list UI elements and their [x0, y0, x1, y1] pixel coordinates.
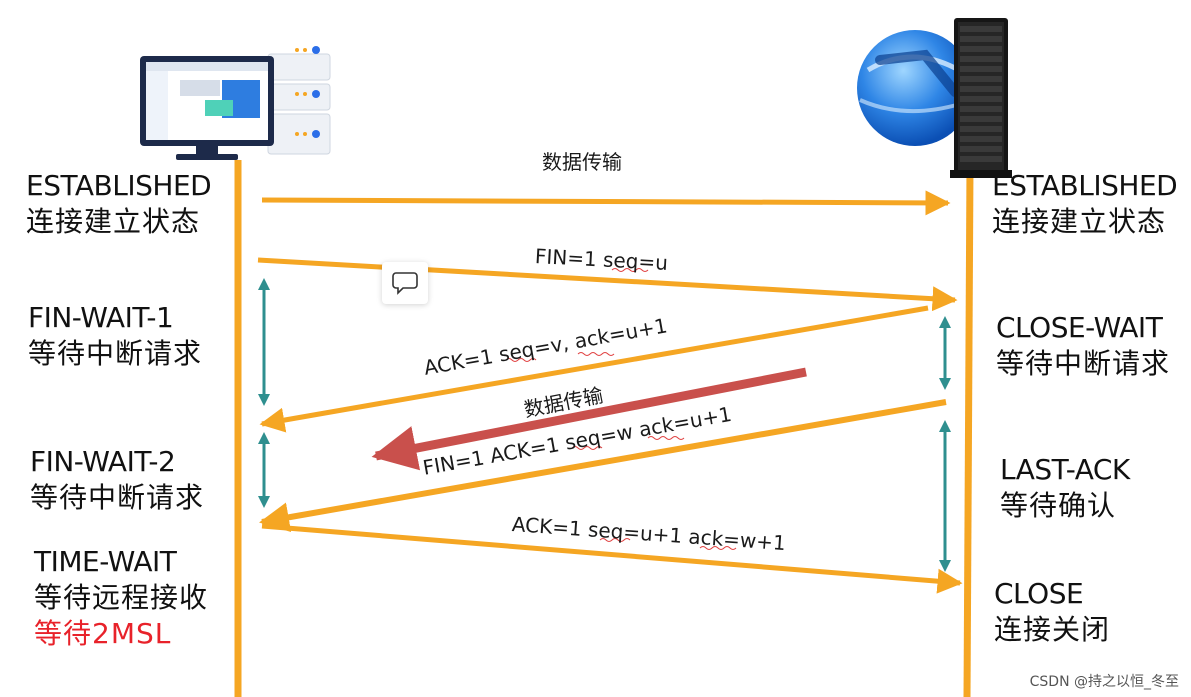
client-state-fin-wait-2: FIN-WAIT-2 等待中断请求 — [30, 444, 204, 516]
state-name: CLOSE-WAIT — [996, 311, 1163, 344]
state-name: ESTABLISHED — [992, 169, 1178, 202]
fin2-arrow — [259, 399, 947, 533]
ack1-arrow — [259, 305, 929, 433]
data-transfer-return-arrow — [371, 367, 807, 471]
ack2-arrow — [261, 523, 963, 594]
spellcheck-underline — [599, 538, 631, 542]
client-state-time-wait: TIME-WAIT 等待远程接收 等待2MSL — [34, 544, 208, 652]
spellcheck-underline — [699, 546, 737, 550]
state-name: LAST-ACK — [1000, 453, 1130, 486]
server-lifeline — [963, 164, 974, 697]
spellcheck-underline — [571, 446, 603, 450]
server-state-close-wait: CLOSE-WAIT 等待中断请求 — [996, 310, 1170, 382]
spellcheck-underline — [647, 436, 685, 440]
state-description: 等待中断请求 — [28, 337, 203, 370]
state-description: 连接关闭 — [994, 613, 1111, 646]
comment-icon — [392, 272, 418, 295]
spellcheck-underline — [505, 358, 537, 362]
client-computer-icon — [140, 46, 331, 160]
state-description: 等待中断请求 — [996, 347, 1171, 380]
state-description: 连接建立状态 — [992, 205, 1167, 238]
server-state-established: ESTABLISHED 连接建立状态 — [992, 168, 1178, 240]
state-name: ESTABLISHED — [26, 169, 212, 202]
state-highlight: 等待2MSL — [34, 617, 172, 650]
client-state-established: ESTABLISHED 连接建立状态 — [26, 168, 212, 240]
comment-button[interactable] — [382, 262, 428, 304]
state-description: 等待远程接收 — [34, 581, 209, 614]
state-name: FIN-WAIT-1 — [28, 301, 174, 334]
state-name: TIME-WAIT — [34, 545, 177, 578]
state-description: 等待确认 — [1000, 489, 1117, 522]
data-transfer-arrow — [261, 190, 951, 216]
globe-icon — [857, 30, 973, 146]
spellcheck-underline — [611, 268, 649, 272]
server-state-close: CLOSE 连接关闭 — [994, 576, 1110, 648]
state-name: CLOSE — [994, 577, 1084, 610]
fin1-arrow — [257, 257, 958, 312]
state-description: 等待中断请求 — [30, 481, 205, 514]
label-data-transfer: 数据传输 — [542, 150, 622, 174]
spellcheck-underline — [577, 352, 615, 356]
state-description: 连接建立状态 — [26, 205, 201, 238]
server-rack-icon — [950, 18, 1012, 178]
state-name: FIN-WAIT-2 — [30, 445, 176, 478]
server-state-last-ack: LAST-ACK 等待确认 — [1000, 452, 1130, 524]
watermark: CSDN @持之以恒_冬至 — [1029, 674, 1179, 690]
client-state-fin-wait-1: FIN-WAIT-1 等待中断请求 — [28, 300, 202, 372]
